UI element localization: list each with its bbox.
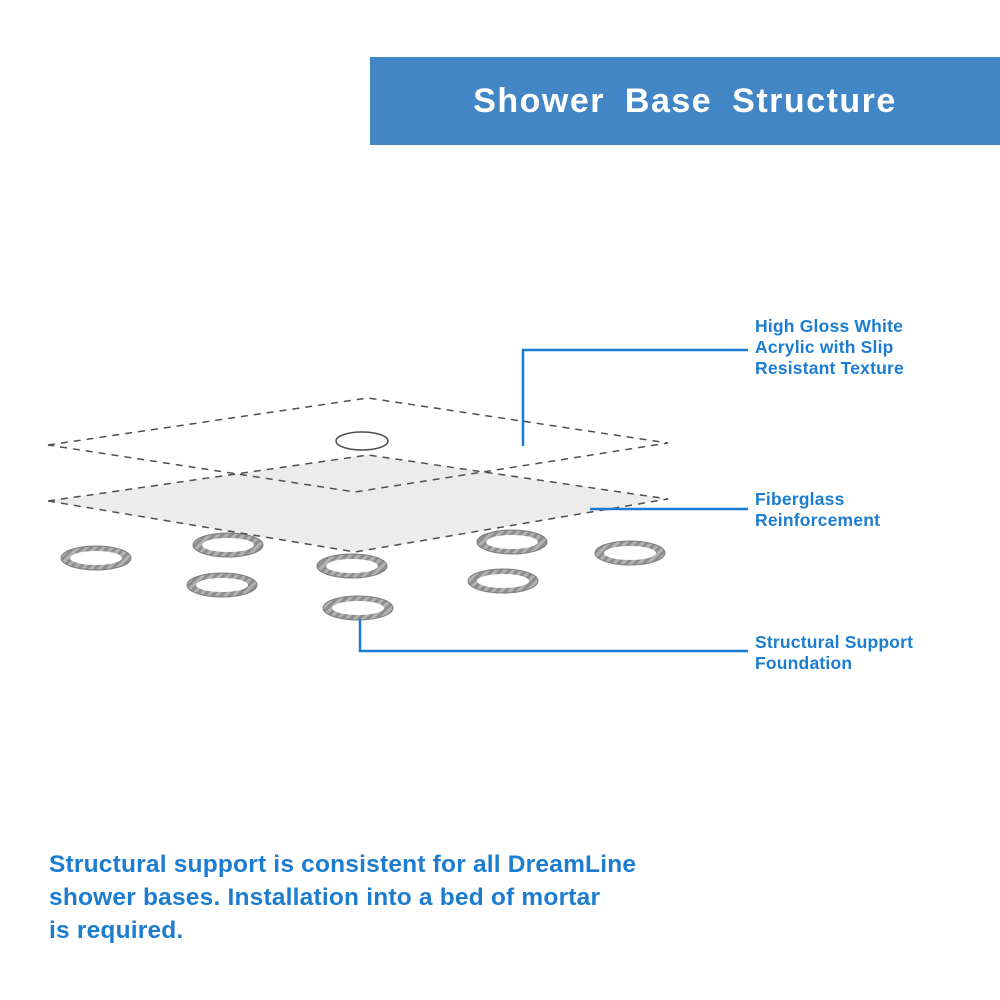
support-ring [186, 572, 258, 598]
support-ring [476, 529, 548, 555]
support-ring [316, 553, 388, 579]
support-ring [467, 568, 539, 594]
header-banner: Shower Base Structure [370, 57, 1000, 145]
acrylic-top-layer [47, 397, 669, 493]
fiberglass-layer [47, 454, 669, 553]
support-rings [60, 529, 666, 598]
footer-description: Structural support is consistent for all… [49, 851, 637, 944]
page-title: Shower Base Structure [473, 81, 897, 120]
callout-fiberglass-label: Fiberglass Reinforcement [755, 489, 881, 530]
support-ring [60, 545, 132, 571]
callout-acrylic-label: High Gloss White Acrylic with Slip Resis… [755, 316, 904, 378]
support-ring-front [322, 595, 394, 621]
support-ring [594, 540, 666, 566]
callout-foundation-label: Structural Support Foundation [755, 632, 914, 673]
leader-line-acrylic [521, 348, 748, 446]
leader-line-foundation [358, 619, 748, 653]
drain-hole [335, 431, 389, 451]
support-ring [192, 532, 264, 558]
